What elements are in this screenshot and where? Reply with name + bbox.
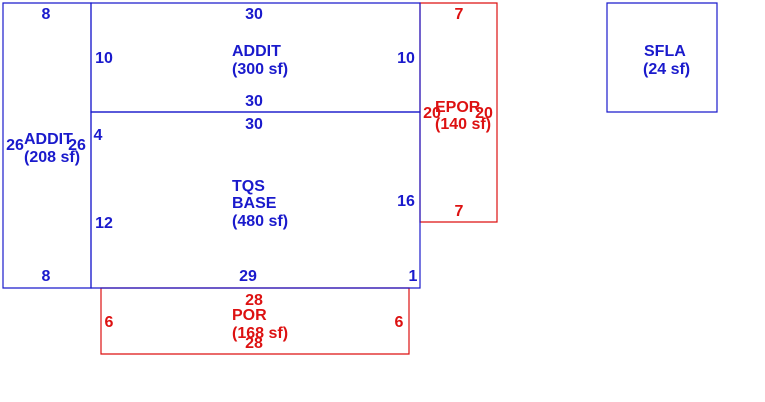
addit-left-dim-top: 8 [42, 6, 51, 23]
base-dim-top: 30 [245, 116, 263, 133]
addit-left-dim-left: 26 [6, 137, 24, 154]
base-dim-left-upper: 4 [94, 127, 103, 144]
addit-top-area: (300 sf) [232, 61, 288, 78]
addit-left-name: ADDIT [24, 131, 73, 148]
por-dim-bottom: 28 [245, 335, 263, 352]
base-name-line2: BASE [232, 195, 277, 212]
epor-dim-right: 20 [475, 105, 493, 122]
por-dim-top: 28 [245, 292, 263, 309]
base-area: (480 sf) [232, 213, 288, 230]
epor-dim-bottom: 7 [455, 203, 464, 220]
sfla-name: SFLA [644, 43, 686, 60]
por-dim-right: 6 [395, 314, 404, 331]
base-dim-bottom: 29 [239, 268, 257, 285]
addit-top-name: ADDIT [232, 43, 281, 60]
addit-top-dim-right: 10 [397, 50, 415, 67]
base-dim-left-lower: 12 [95, 215, 113, 232]
addit-top-dim-top: 30 [245, 6, 263, 23]
epor-name: EPOR [435, 99, 481, 116]
por-name: POR [232, 307, 267, 324]
sfla-outline [606, 2, 718, 113]
base-outline [90, 111, 421, 289]
addit-left-area: (208 sf) [24, 149, 80, 166]
base-dim-right: 16 [397, 193, 415, 210]
sfla-area: (24 sf) [643, 61, 690, 78]
epor-area: (140 sf) [435, 116, 491, 133]
base-name-line1: TQS [232, 178, 265, 195]
epor-dim-top: 7 [455, 6, 464, 23]
por-area: (168 sf) [232, 325, 288, 342]
addit-left-dim-bottom: 8 [42, 268, 51, 285]
epor-dim-left: 20 [423, 105, 441, 122]
por-dim-left: 6 [105, 314, 114, 331]
addit-left-dim-right: 26 [68, 137, 86, 154]
addit-top-dim-left: 10 [95, 50, 113, 67]
base-dim-bottom-right: 1 [409, 268, 418, 285]
addit-top-dim-bottom: 30 [245, 93, 263, 110]
